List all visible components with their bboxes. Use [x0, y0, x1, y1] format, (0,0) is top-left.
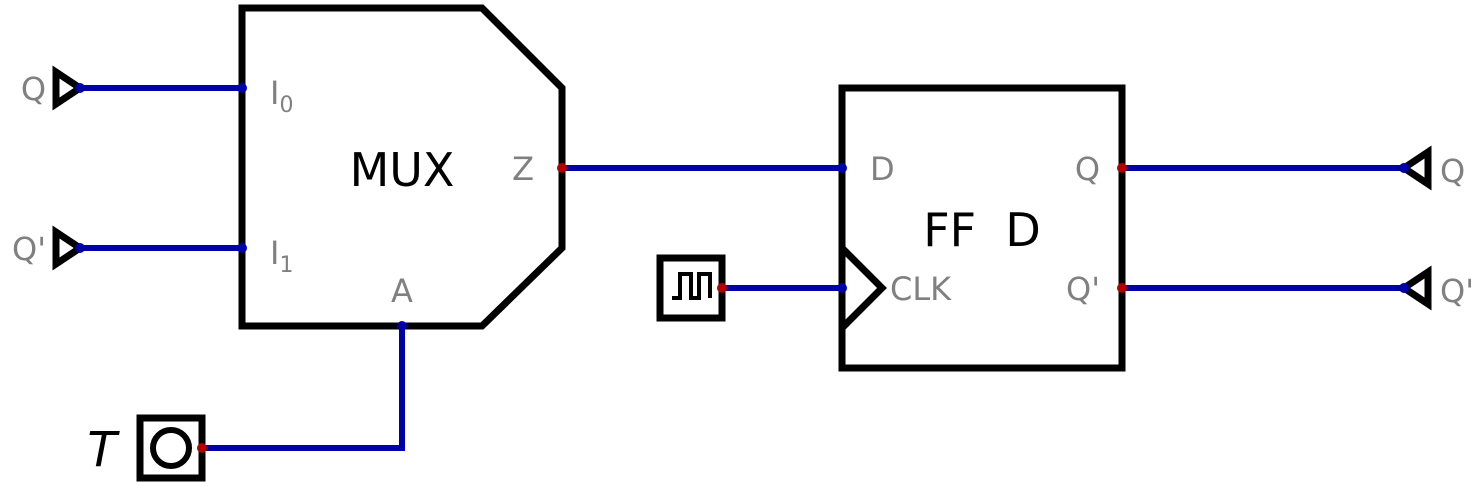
input-qn-pin[interactable]: [75, 243, 85, 253]
triangle-pin-icon: [52, 225, 87, 271]
flipflop-title: FF D: [923, 203, 1041, 257]
input-q-pin[interactable]: [75, 83, 85, 93]
mux-component[interactable]: MUX I0 I1 A Z: [237, 4, 567, 331]
triangle-pin-icon: [1397, 265, 1432, 311]
output-q-label: Q: [1440, 152, 1465, 190]
flipflop-body[interactable]: [838, 84, 1126, 372]
flipflop-q-label: Q: [1075, 150, 1100, 188]
flipflop-q-pin[interactable]: [1117, 163, 1127, 173]
input-qn-label: Q': [12, 230, 46, 268]
mux-z-pin[interactable]: [557, 163, 567, 173]
flipflop-qn-label: Q': [1066, 270, 1100, 308]
mux-output-label: Z: [512, 150, 534, 188]
mux-i0-pin[interactable]: [237, 83, 247, 93]
flipflop-clk-label: CLK: [890, 270, 952, 308]
flipflop-d-label: D: [870, 150, 895, 188]
input-t-pin[interactable]: [197, 443, 207, 453]
input-t-label: T: [87, 422, 120, 478]
clock-source[interactable]: [656, 254, 727, 322]
push-button-knob-icon: [150, 427, 192, 469]
input-qn[interactable]: Q': [12, 225, 87, 271]
output-qn-label: Q': [1440, 272, 1474, 310]
mux-input1-label: I1: [270, 234, 293, 278]
output-qn-pin[interactable]: [1399, 283, 1409, 293]
mux-title: MUX: [350, 143, 455, 197]
wire-t-to-select[interactable]: [202, 326, 405, 451]
triangle-pin-icon: [1397, 145, 1432, 191]
mux-input0-label: I0: [270, 74, 293, 118]
clock-source-pin[interactable]: [717, 283, 727, 293]
flipflop-clk-pin[interactable]: [837, 283, 847, 293]
output-qn[interactable]: Q': [1397, 265, 1474, 311]
input-t[interactable]: T: [87, 414, 207, 482]
mux-select-pin[interactable]: [397, 321, 407, 331]
mux-i1-pin[interactable]: [237, 243, 247, 253]
output-q-pin[interactable]: [1399, 163, 1409, 173]
input-q-label: Q: [21, 70, 46, 108]
output-q[interactable]: Q: [1397, 145, 1465, 191]
mux-select-label: A: [391, 272, 413, 310]
d-flipflop-component[interactable]: FF D D CLK Q Q': [837, 84, 1127, 372]
clock-edge-icon: [839, 245, 887, 331]
triangle-pin-icon: [52, 65, 87, 111]
input-q[interactable]: Q: [21, 65, 87, 111]
mux-body[interactable]: [238, 4, 566, 330]
flipflop-d-pin[interactable]: [837, 163, 847, 173]
flipflop-qn-pin[interactable]: [1117, 283, 1127, 293]
square-wave-icon: [672, 272, 712, 300]
